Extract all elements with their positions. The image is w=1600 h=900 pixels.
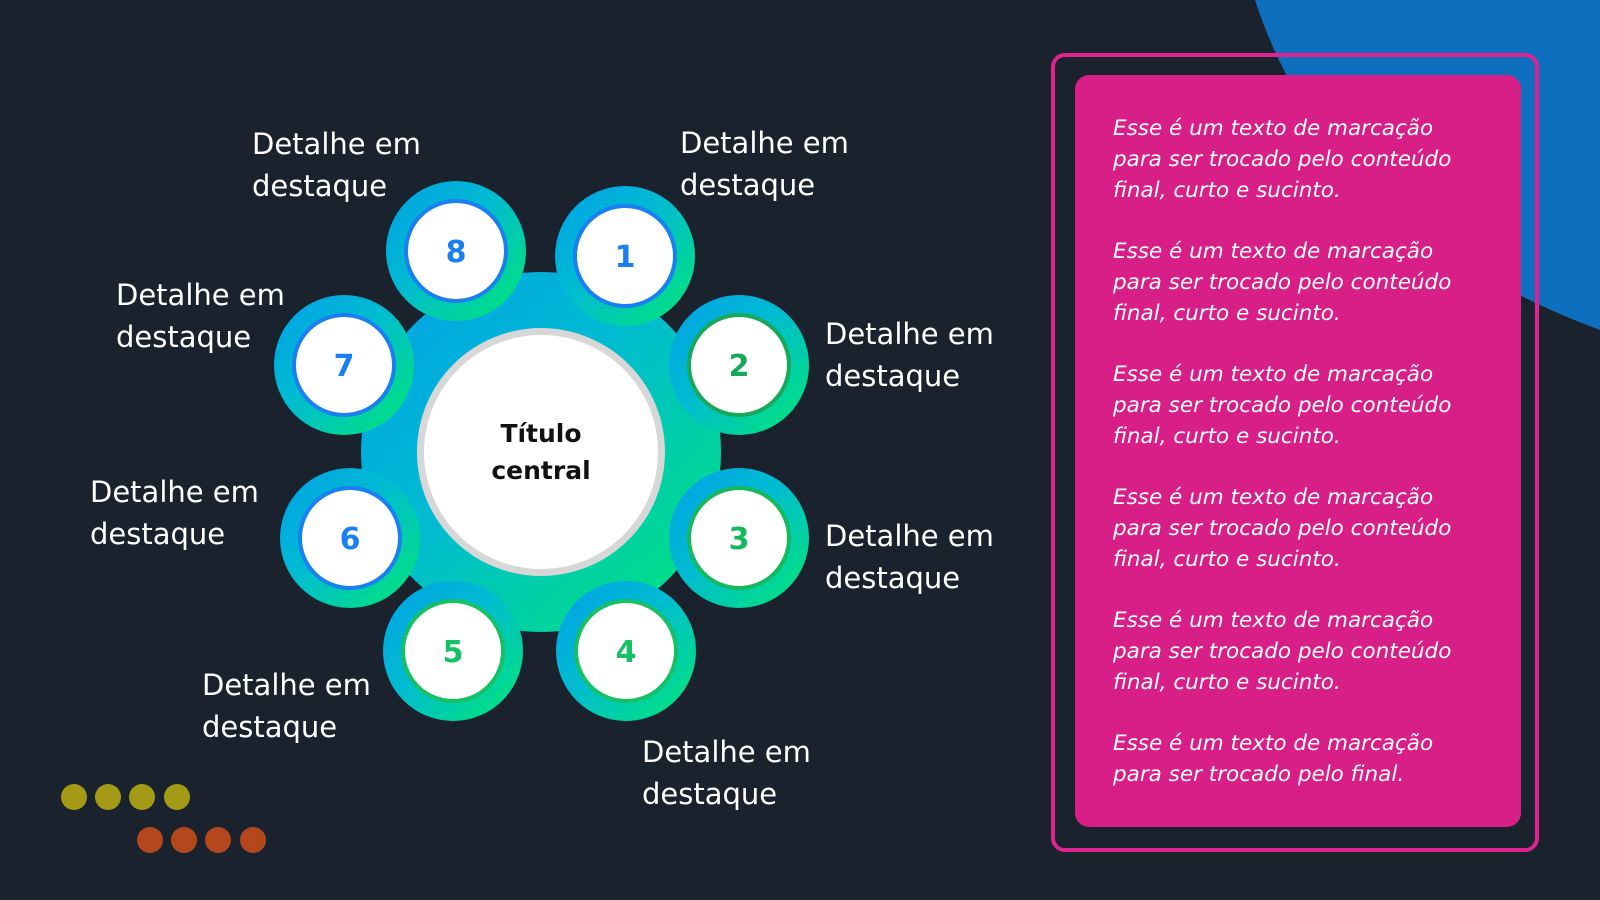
node-label-2-line-2: destaque bbox=[825, 359, 961, 393]
panel-paragraph-3-line-3: final, curto e sucinto. bbox=[1113, 424, 1341, 449]
node-label-2: Detalhe em destaque bbox=[825, 313, 994, 397]
dot-olive-1 bbox=[61, 784, 87, 810]
node-8: 8 bbox=[404, 199, 508, 303]
dot-orange-3 bbox=[205, 827, 231, 853]
panel-paragraph-3-line-1: Esse é um texto de marcação bbox=[1113, 362, 1434, 387]
center-circle: Título central bbox=[417, 328, 665, 576]
dot-orange-1 bbox=[137, 827, 163, 853]
panel-paragraph-2-line-3: final, curto e sucinto. bbox=[1113, 301, 1341, 326]
node-1-circle bbox=[573, 204, 677, 308]
node-8-circle bbox=[404, 199, 508, 303]
node-label-3-line-1: Detalhe em bbox=[825, 519, 994, 553]
node-7-number: 7 bbox=[334, 349, 355, 384]
panel-paragraph-1-line-1: Esse é um texto de marcação bbox=[1113, 116, 1434, 141]
node-label-6-line-2: destaque bbox=[90, 517, 226, 551]
node-6: 6 bbox=[298, 486, 402, 590]
node-label-4-line-2: destaque bbox=[642, 777, 778, 811]
node-label-7: Detalhe em destaque bbox=[116, 274, 285, 358]
panel-paragraph-6-line-1: Esse é um texto de marcação bbox=[1113, 731, 1434, 756]
node-label-4: Detalhe em destaque bbox=[642, 731, 811, 815]
panel-paragraph-6-line-2: para ser trocado pelo final. bbox=[1113, 762, 1405, 787]
panel-paragraph-4: Esse é um texto de marcação para ser troc… bbox=[1113, 482, 1485, 575]
node-4: 4 bbox=[574, 599, 678, 703]
panel-paragraph-1-line-3: final, curto e sucinto. bbox=[1113, 178, 1341, 203]
panel-paragraph-5-line-1: Esse é um texto de marcação bbox=[1113, 608, 1434, 633]
node-label-6-line-1: Detalhe em bbox=[90, 475, 259, 509]
node-label-1: Detalhe em destaque bbox=[680, 122, 849, 206]
panel-paragraph-1: Esse é um texto de marcação para ser troc… bbox=[1113, 113, 1485, 206]
node-3: 3 bbox=[687, 486, 791, 590]
node-label-4-line-1: Detalhe em bbox=[642, 735, 811, 769]
panel-paragraph-4-line-1: Esse é um texto de marcação bbox=[1113, 485, 1434, 510]
panel-paragraph-3-line-2: para ser trocado pelo conteúdo bbox=[1113, 393, 1452, 418]
node-label-8: Detalhe em destaque bbox=[252, 123, 421, 207]
panel-paragraph-4-line-2: para ser trocado pelo conteúdo bbox=[1113, 516, 1452, 541]
panel-paragraph-6: Esse é um texto de marcação para ser troc… bbox=[1113, 728, 1485, 790]
dot-olive-4 bbox=[164, 784, 190, 810]
center-circle-face bbox=[424, 335, 658, 569]
node-7-circle bbox=[292, 313, 396, 417]
panel-paragraph-3: Esse é um texto de marcação para ser troc… bbox=[1113, 359, 1485, 452]
node-6-number: 6 bbox=[340, 522, 361, 557]
text-panel: Esse é um texto de marcação para ser troc… bbox=[1075, 75, 1521, 827]
node-label-1-line-2: destaque bbox=[680, 168, 816, 202]
node-2-number: 2 bbox=[729, 349, 750, 384]
flower-nodes: 1 2 3 4 5 6 7 8 bbox=[292, 199, 791, 703]
node-label-7-line-1: Detalhe em bbox=[116, 278, 285, 312]
node-label-5-line-1: Detalhe em bbox=[202, 668, 371, 702]
node-label-5-line-2: destaque bbox=[202, 710, 338, 744]
node-5-number: 5 bbox=[443, 635, 464, 670]
node-5: 5 bbox=[401, 599, 505, 703]
node-label-8-line-2: destaque bbox=[252, 169, 388, 203]
panel-paragraph-2-line-2: para ser trocado pelo conteúdo bbox=[1113, 270, 1452, 295]
dot-orange-4 bbox=[240, 827, 266, 853]
node-4-number: 4 bbox=[616, 635, 637, 670]
node-label-7-line-2: destaque bbox=[116, 320, 252, 354]
panel-paragraph-2: Esse é um texto de marcação para ser troc… bbox=[1113, 236, 1485, 329]
node-label-2-line-1: Detalhe em bbox=[825, 317, 994, 351]
node-1-number: 1 bbox=[615, 240, 636, 275]
node-4-circle bbox=[574, 599, 678, 703]
center-title-line-2: central bbox=[491, 456, 590, 485]
dot-orange-2 bbox=[171, 827, 197, 853]
node-6-circle bbox=[298, 486, 402, 590]
panel-paragraph-5-line-3: final, curto e sucinto. bbox=[1113, 670, 1341, 695]
node-label-6: Detalhe em destaque bbox=[90, 471, 259, 555]
node-label-3-line-2: destaque bbox=[825, 561, 961, 595]
node-2-circle bbox=[687, 313, 791, 417]
node-8-number: 8 bbox=[446, 235, 467, 270]
node-label-5: Detalhe em destaque bbox=[202, 664, 371, 748]
panel-paragraph-5-line-2: para ser trocado pelo conteúdo bbox=[1113, 639, 1452, 664]
node-label-8-line-1: Detalhe em bbox=[252, 127, 421, 161]
center-title-line-1: Título bbox=[500, 419, 581, 448]
panel-paragraph-1-line-2: para ser trocado pelo conteúdo bbox=[1113, 147, 1452, 172]
node-5-circle bbox=[401, 599, 505, 703]
panel-paragraph-2-line-1: Esse é um texto de marcação bbox=[1113, 239, 1434, 264]
text-panel-frame bbox=[1051, 53, 1539, 852]
node-2: 2 bbox=[687, 313, 791, 417]
dot-olive-3 bbox=[129, 784, 155, 810]
dot-olive-2 bbox=[95, 784, 121, 810]
node-7: 7 bbox=[292, 313, 396, 417]
node-3-number: 3 bbox=[729, 522, 750, 557]
node-label-1-line-1: Detalhe em bbox=[680, 126, 849, 160]
node-label-3: Detalhe em destaque bbox=[825, 515, 994, 599]
panel-paragraph-5: Esse é um texto de marcação para ser troc… bbox=[1113, 605, 1485, 698]
node-3-circle bbox=[687, 486, 791, 590]
panel-paragraph-4-line-3: final, curto e sucinto. bbox=[1113, 547, 1341, 572]
node-1: 1 bbox=[573, 204, 677, 308]
